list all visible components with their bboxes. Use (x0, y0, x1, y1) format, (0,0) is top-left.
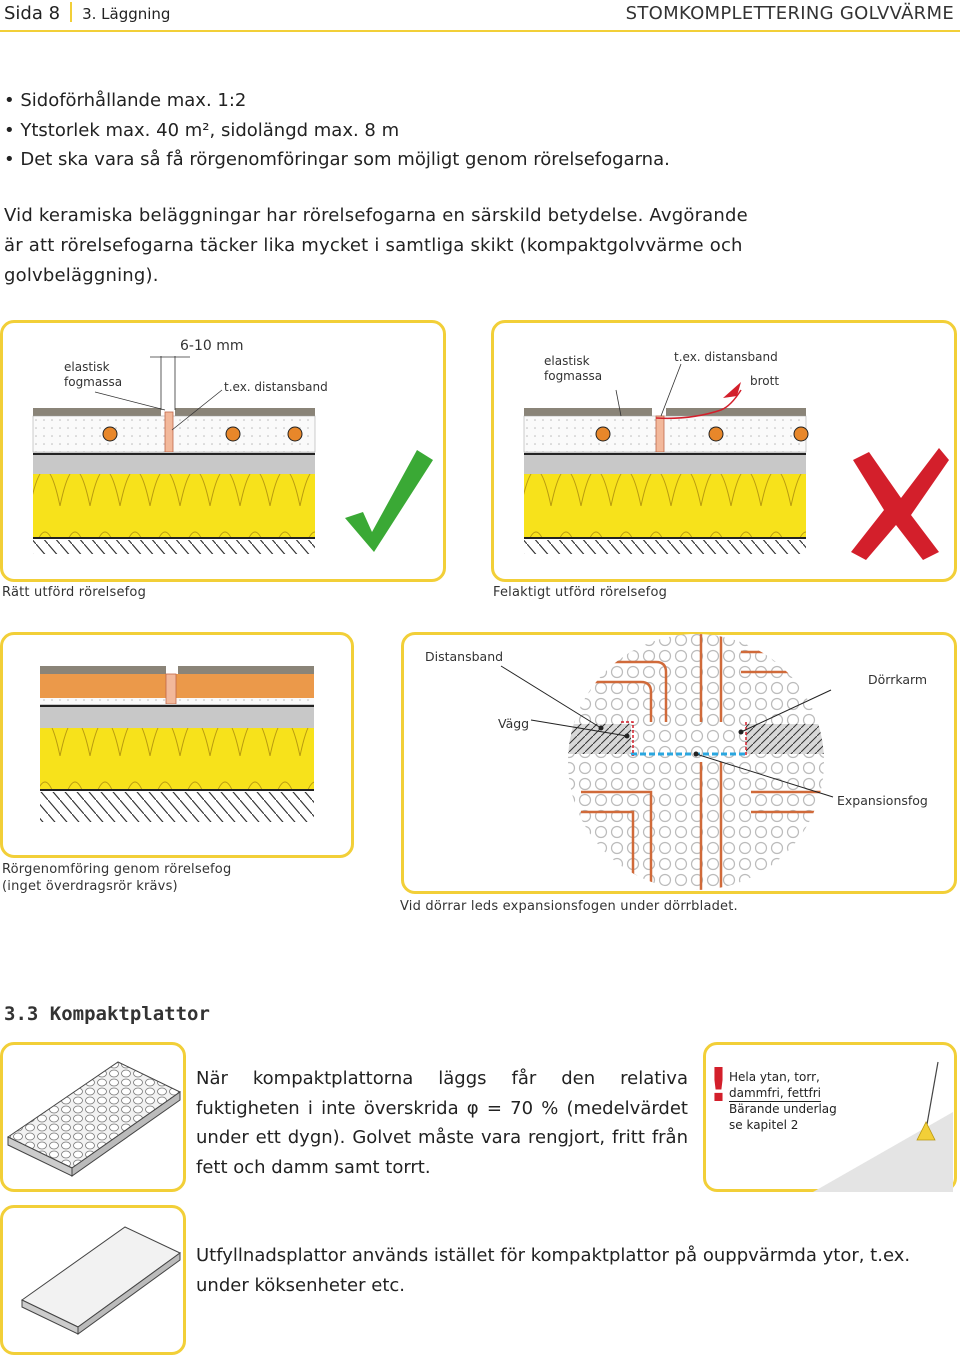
compact-plate-image-frame (0, 1042, 186, 1192)
note-line: se kapitel 2 (729, 1117, 799, 1132)
pipe-passage-diagram (40, 666, 314, 822)
label-break: brott (750, 374, 780, 388)
requirements-list: Sidoförhållande max. 1:2 Ytstorlek max. … (4, 86, 670, 175)
label-expansion-joint: Expansionsfog (837, 793, 928, 808)
label-door-frame: Dörrkarm (868, 672, 928, 687)
caption-door: Vid dörrar leds expansionsfogen under dö… (400, 899, 738, 914)
broom-illustration (813, 1061, 953, 1192)
label-sealant-wrong: elastisk fogmassa (544, 354, 603, 383)
filler-plate-text: Utfyllnadsplattor används istället för k… (196, 1245, 911, 1296)
note-text: Hela ytan, torr, dammfri, fettfri Bärand… (729, 1070, 837, 1133)
header-separator (70, 2, 73, 22)
figure-wrong-joint (491, 320, 957, 582)
document-title: STOMKOMPLETTERING GOLVVÄRME (625, 3, 954, 24)
cross-icon (851, 448, 949, 560)
list-item: Sidoförhållande max. 1:2 (4, 86, 670, 116)
page-number: Sida 8 (4, 3, 61, 24)
door-detail-diagram (500, 634, 834, 890)
compact-plate-text: När kompaktplattorna läggs får den relat… (196, 1068, 688, 1178)
caption-wrong: Felaktigt utförd rörelsefog (493, 585, 668, 600)
list-item: Ytstorlek max. 40 m², sidolängd max. 8 m (4, 116, 670, 146)
check-icon (345, 450, 433, 552)
label-sealant: elastisk fogmassa (64, 360, 123, 389)
warning-icon: ! (708, 1058, 729, 1112)
compact-plate-illustration (7, 1061, 181, 1177)
label-distansband: Distansband (425, 649, 504, 664)
figure-correct-joint (0, 320, 446, 582)
intro-paragraph: Vid keramiska beläggningar har rörelsefo… (4, 205, 748, 286)
note-line: Hela ytan, torr, (729, 1070, 820, 1084)
list-item: Det ska vara så få rörgenomföringar som … (4, 145, 669, 175)
filler-plate-image-frame (0, 1205, 186, 1355)
caption-correct: Rätt utförd rörelsefog (2, 585, 147, 600)
note-line: dammfri, fettfri (729, 1086, 821, 1102)
label-wall: Vägg (498, 716, 530, 731)
section-heading: 3.3 Kompaktplattor (4, 1003, 210, 1025)
figure-pipe-passage (0, 632, 354, 858)
label-gap: 6-10 mm (180, 338, 244, 354)
correct-joint-diagram (32, 356, 433, 554)
label-distance-band: t.ex. distansband (224, 380, 328, 394)
header-rule (0, 30, 960, 32)
figure-door-detail (401, 632, 957, 894)
note-line: Bärande underlag (729, 1102, 837, 1116)
caption-pipe: Rörgenomföring genom rörelsefog (inget ö… (2, 862, 232, 894)
filler-plate-illustration (21, 1226, 181, 1335)
label-distance-band-wrong: t.ex. distansband (674, 350, 778, 364)
chapter-label: 3. Läggning (82, 5, 171, 23)
wrong-joint-diagram (523, 363, 949, 560)
page-header-left: Sida 8 3. Läggning (4, 2, 170, 24)
